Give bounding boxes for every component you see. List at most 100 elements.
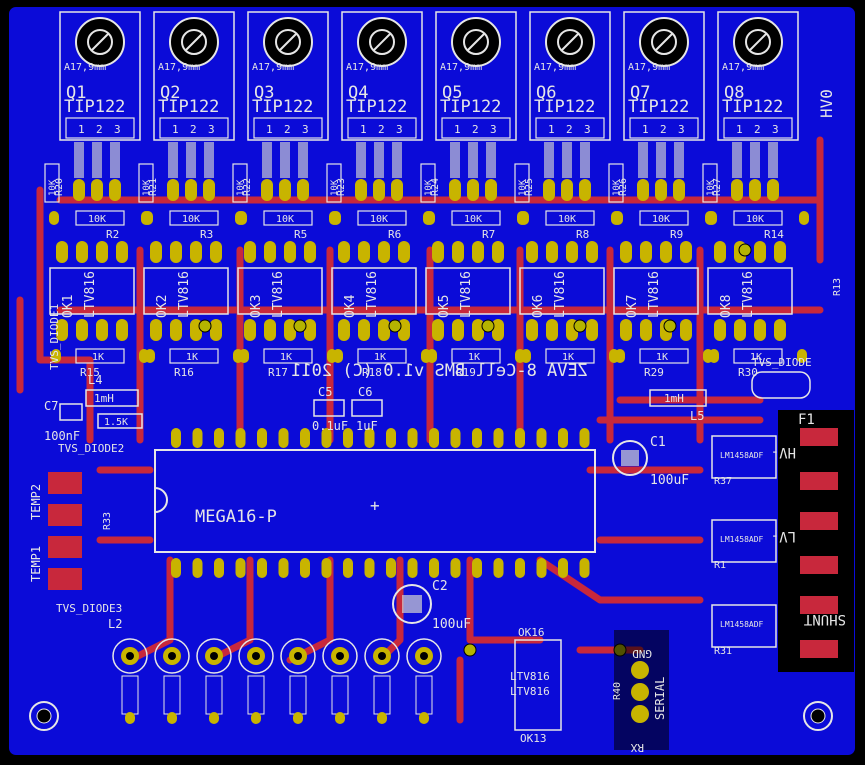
copper-traces xyxy=(16,136,824,724)
r33-label: R33 xyxy=(102,512,113,530)
resistor-r2-pad-a xyxy=(49,211,59,225)
opto-ok6-label: OK6 xyxy=(531,295,546,318)
opto-ok1-bottom-pad-1 xyxy=(56,319,68,341)
c6-body xyxy=(351,399,383,417)
transistor-q7-lead-3 xyxy=(674,142,684,178)
tvs-diode2-label: TVS_DIODE2 xyxy=(58,442,124,455)
opto-ok4-bottom-pad-1 xyxy=(338,319,350,341)
tvs-diode1-label: TVS_DIODE1 xyxy=(48,304,61,370)
transistor-q1-pad-3 xyxy=(109,179,121,201)
r13-label: R13 xyxy=(832,278,843,296)
opto-ok5-label: OK5 xyxy=(437,295,452,318)
transistor-q6-lead-3 xyxy=(580,142,590,178)
serial-pad-rx xyxy=(631,705,649,723)
opto-ok2-top-pad-3 xyxy=(190,241,202,263)
transistor-q4-pad-3 xyxy=(391,179,403,201)
opto-resistor-4-body xyxy=(357,348,407,364)
opto-ok1-label: OK1 xyxy=(61,295,76,318)
opto-ok4-bottom-pad-2 xyxy=(358,319,370,341)
opto-ok3-top-pad-1 xyxy=(244,241,256,263)
lm-chip-2 xyxy=(711,519,777,563)
opto-ok6-bottom-pad-2 xyxy=(546,319,558,341)
transistor-q1-name: Q1 xyxy=(66,83,86,103)
mount-hole-right-inner xyxy=(810,708,826,724)
temp2-pad-2 xyxy=(48,504,82,526)
resistor-r6-body xyxy=(357,210,407,226)
resistor-r6-value: 10K xyxy=(370,214,388,225)
led-7-hole xyxy=(378,652,386,660)
opto-ok2-label: OK2 xyxy=(155,295,170,318)
transistor-q1-heatsink-label: A17,9mm xyxy=(64,62,106,73)
shunt-pad-1 xyxy=(800,596,838,614)
resistor-r26-value: 10K xyxy=(612,179,622,196)
transistor-q2-pad-3 xyxy=(203,179,215,201)
opto-resistor-2-body xyxy=(169,348,219,364)
opto-ok2-bottom-pad-1 xyxy=(150,319,162,341)
lm-chip-3 xyxy=(711,604,777,648)
transistor-q2-pin-1-label: 1 xyxy=(172,123,179,136)
resistor-r21-value: 10K xyxy=(142,179,152,196)
mcu-outline xyxy=(154,449,596,553)
via-6 xyxy=(663,319,677,333)
ok16-label: OK16 xyxy=(518,626,545,639)
opto-ok8-bottom-pad-4 xyxy=(774,319,786,341)
transistor-q7-pad-1 xyxy=(637,179,649,201)
resistor-r8-value: 10K xyxy=(558,214,576,225)
lm-chip-1-label: LM1458ADF xyxy=(720,451,764,460)
led-5-hole xyxy=(294,652,302,660)
resistor-r3-body xyxy=(169,210,219,226)
temp1-pad-1 xyxy=(48,536,82,558)
transistor-q7-name: Q7 xyxy=(630,83,650,103)
transistor-q6-pad-1 xyxy=(543,179,555,201)
transistor-q6-heatsink-label: A17,9mm xyxy=(534,62,576,73)
opto-ok2-value: LTV816 xyxy=(177,271,192,318)
l2-label: L2 xyxy=(108,617,122,631)
transistor-q6-pad-3 xyxy=(579,179,591,201)
led-8-ring xyxy=(406,638,442,674)
ltv816-b-label: LTV816 xyxy=(510,685,550,698)
transistor-q6-pin-3-label: 3 xyxy=(584,123,591,136)
r1-label: R1 xyxy=(714,560,726,571)
transistor-q7-value: TIP122 xyxy=(628,97,689,117)
transistor-q5-lead-3 xyxy=(486,142,496,178)
opto-ok2-bottom-pad-4 xyxy=(210,319,222,341)
transistor-q4-heatsink-ring xyxy=(369,29,395,55)
opto-ok4-top-pad-1 xyxy=(338,241,350,263)
transistor-q4-heatsink-label: A17,9mm xyxy=(346,62,388,73)
transistor-q3-heatsink-label: A17,9mm xyxy=(252,62,294,73)
c7-body xyxy=(59,403,83,421)
lm-chips: LM1458ADF LM1458ADF LM1458ADF R37 R1 R31 xyxy=(711,435,777,657)
mcu-pin-top-5 xyxy=(257,428,267,448)
transistor-q1-value: TIP122 xyxy=(64,97,125,117)
transistor-q8-name: Q8 xyxy=(724,83,744,103)
opto-ok3-outline xyxy=(237,267,323,315)
resistor-r14-body xyxy=(733,210,783,226)
opto-resistor-1-body xyxy=(75,348,125,364)
mcu-pin-top-13 xyxy=(429,428,439,448)
opto-resistor-8-label: R30 xyxy=(738,366,758,379)
trace-11 xyxy=(126,556,174,664)
mcu-pin-bottom-11 xyxy=(386,558,396,578)
transistor-q7-pad-2 xyxy=(655,179,667,201)
r-15k-body xyxy=(97,413,143,429)
resistor-r14-pad-b xyxy=(799,211,809,225)
opto-ok3-bottom-pad-4 xyxy=(304,319,316,341)
mcu-cross: + xyxy=(370,496,380,515)
resistor-r2-label: R2 xyxy=(106,228,119,241)
ltv816-a-label: LTV816 xyxy=(510,670,550,683)
transistor-q6-pin-1-label: 1 xyxy=(548,123,555,136)
resistor-r9-label: R9 xyxy=(670,228,683,241)
mcu-pin-top-1 xyxy=(171,428,181,448)
opto-resistor-4-value: 1K xyxy=(374,352,386,363)
transistor-q1-heatsink-ring xyxy=(87,29,113,55)
opto-resistor-8-value: 1K xyxy=(750,352,762,363)
opto-resistor-1-label: R15 xyxy=(80,366,100,379)
c6-label: C6 xyxy=(358,385,372,399)
opto-ok2-outline xyxy=(143,267,229,315)
lv-minus-pad-2 xyxy=(800,556,838,574)
opto-ok8-outline xyxy=(707,267,793,315)
opto-ok2-top-pad-1 xyxy=(150,241,162,263)
opto-ok3-top-pad-3 xyxy=(284,241,296,263)
transistor-q6-pad-2 xyxy=(561,179,573,201)
